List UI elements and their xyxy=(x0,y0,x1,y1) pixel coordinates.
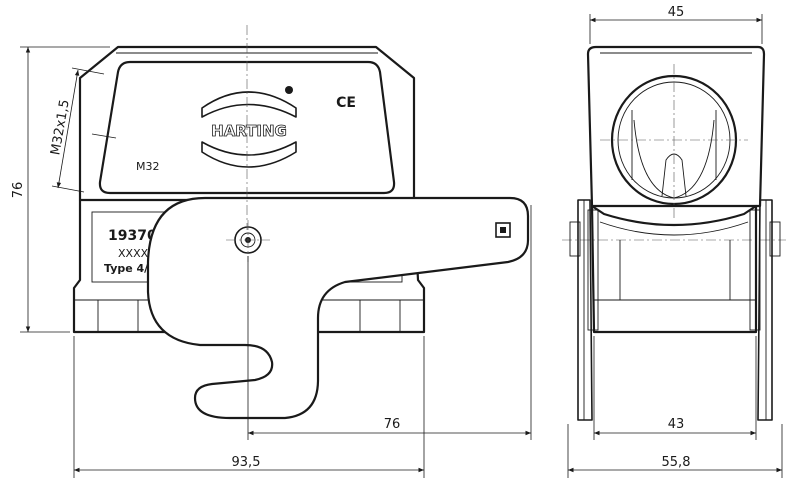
brand-label: HARTING xyxy=(211,122,287,140)
ce-mark: CE xyxy=(336,95,356,111)
harting-logo: HARTING xyxy=(201,91,297,168)
dim-side-inner: 43 xyxy=(593,336,757,440)
dim-side-outer: 55,8 xyxy=(567,424,783,478)
dim-side-top: 45 xyxy=(589,5,763,44)
dim-height-value: 76 xyxy=(11,182,26,199)
side-hood-outline xyxy=(586,45,766,208)
side-body-outline xyxy=(590,204,758,334)
dim-thread: M32x1,5 xyxy=(48,67,117,193)
side-lever-right xyxy=(749,199,781,421)
dim-width-front: 93,5 xyxy=(73,336,425,478)
label-panel xyxy=(98,60,396,195)
side-lever-left xyxy=(569,199,599,421)
side-view: 45 43 55,8 xyxy=(562,5,786,478)
dim-lever: 76 xyxy=(247,205,532,440)
dim-side-top-value: 45 xyxy=(668,5,685,20)
dim-side-inner-value: 43 xyxy=(668,417,685,432)
indicator-dot xyxy=(285,86,293,94)
type-label: Type 4/1 xyxy=(104,262,156,275)
dim-width-front-value: 93,5 xyxy=(232,455,261,470)
part-suffix: XXXX xyxy=(118,247,149,260)
dim-height: 76 xyxy=(11,46,110,333)
dim-thread-value: M32x1,5 xyxy=(48,98,73,156)
thread-label: M32 xyxy=(136,160,160,173)
locking-lever xyxy=(146,196,530,420)
dim-lever-value: 76 xyxy=(384,417,401,432)
dim-side-outer-value: 55,8 xyxy=(662,455,691,470)
front-view: HARTING CE M32 193701 XXXX Type 4/1 xyxy=(11,25,532,478)
